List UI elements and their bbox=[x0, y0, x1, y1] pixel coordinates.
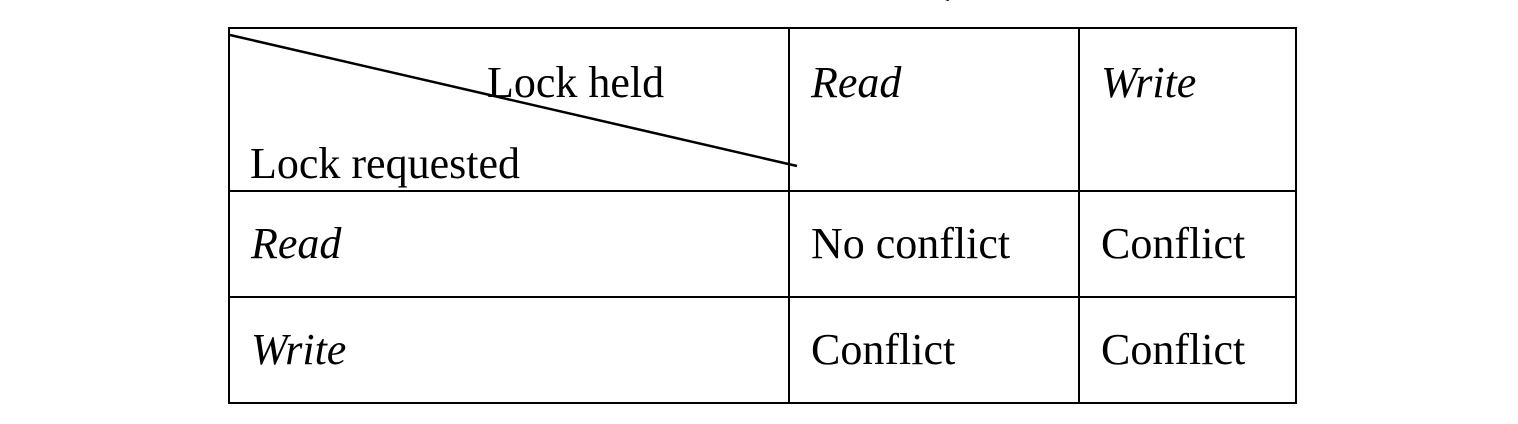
clipped-glyph-descender bbox=[940, 0, 952, 2]
row-header-label: Write bbox=[251, 325, 347, 374]
column-header-label: Read bbox=[811, 58, 902, 107]
lock-held-label: Lock held bbox=[487, 58, 665, 107]
table-row: Write Conflict Conflict bbox=[228, 296, 1297, 404]
clipped-text-fragment bbox=[790, 0, 970, 4]
column-header-write: Write bbox=[1078, 27, 1297, 192]
cell-value: No conflict bbox=[811, 219, 1011, 268]
table-cell: Conflict bbox=[1078, 190, 1297, 298]
diagonal-divider bbox=[229, 33, 798, 168]
lock-requested-label: Lock requested bbox=[250, 139, 520, 188]
lock-compatibility-table: Lock held Lock requested Read Write Read… bbox=[228, 27, 1297, 404]
column-header-read: Read bbox=[788, 27, 1080, 192]
cell-value: Conflict bbox=[1101, 219, 1246, 268]
table-cell: Conflict bbox=[1078, 296, 1297, 404]
column-header-label: Write bbox=[1101, 58, 1197, 107]
table-row: Read No conflict Conflict bbox=[228, 190, 1297, 298]
row-header-label: Read bbox=[251, 219, 342, 268]
header-row: Lock held Lock requested Read Write bbox=[228, 27, 1297, 192]
table-cell: Conflict bbox=[788, 296, 1080, 404]
row-header-write: Write bbox=[228, 296, 790, 404]
row-header-read: Read bbox=[228, 190, 790, 298]
table-cell: No conflict bbox=[788, 190, 1080, 298]
cell-value: Conflict bbox=[1101, 325, 1246, 374]
corner-cell: Lock held Lock requested bbox=[228, 27, 798, 192]
cell-value: Conflict bbox=[811, 325, 956, 374]
